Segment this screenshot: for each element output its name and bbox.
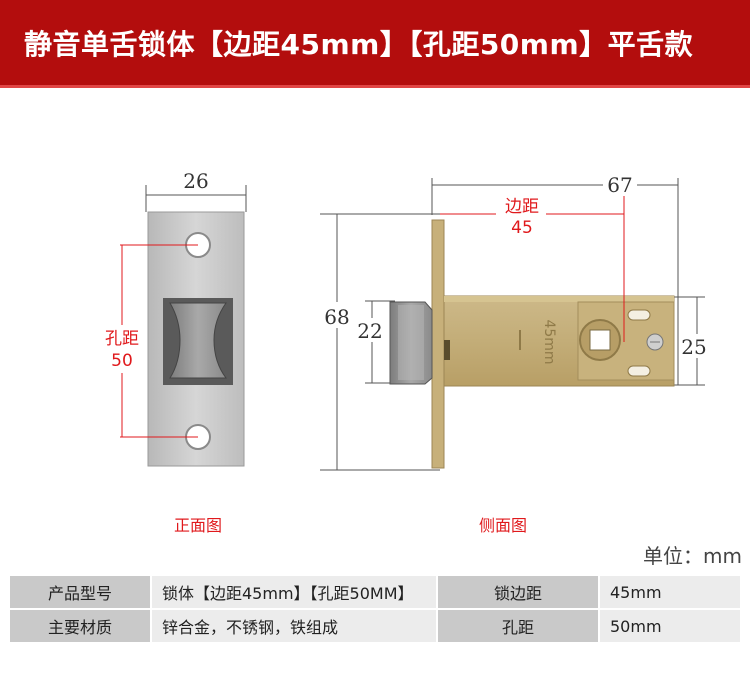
spec-table: 产品型号 锁体【边距45mm】【孔距50MM】 锁边距 45mm 主要材质 锌合… (8, 574, 742, 644)
front-view-caption: 正面图 (174, 516, 223, 535)
hole-spacing-value: 50 (111, 351, 133, 371)
spec-value: 45mm (600, 576, 740, 608)
hole-spacing-label: 孔距 (105, 329, 139, 349)
latch-size-label: 22 (357, 319, 382, 343)
technical-drawing: 26 孔距 50 67 68 (105, 169, 711, 471)
spec-value: 锌合金，不锈钢，铁组成 (152, 610, 436, 642)
spec-key: 锁边距 (438, 576, 598, 608)
body-height-label: 25 (681, 335, 706, 359)
title-banner: 静音单舌锁体【边距45mm】【孔距50mm】平舌款 (0, 0, 750, 85)
faceplate-side (431, 219, 445, 469)
spec-value: 50mm (600, 610, 740, 642)
spec-key: 主要材质 (10, 610, 150, 642)
side-height-label: 68 (324, 305, 349, 329)
unit-label: 单位：mm (643, 544, 742, 568)
lock-body: 45mm (443, 295, 675, 387)
latch-front (163, 298, 233, 385)
spec-value: 锁体【边距45mm】【孔距50MM】 (152, 576, 436, 608)
spec-key: 产品型号 (10, 576, 150, 608)
backset-label: 边距 (505, 197, 539, 217)
spec-key: 孔距 (438, 610, 598, 642)
front-view: 26 孔距 50 (105, 169, 247, 467)
table-row: 产品型号 锁体【边距45mm】【孔距50MM】 锁边距 45mm (10, 576, 740, 608)
table-row: 主要材质 锌合金，不锈钢，铁组成 孔距 50mm (10, 610, 740, 642)
backset-value: 45 (511, 218, 533, 238)
front-width-label: 26 (183, 169, 208, 193)
latch-bolt (389, 301, 433, 385)
side-view: 67 68 22 25 (320, 173, 711, 471)
side-view-caption: 侧面图 (479, 516, 528, 535)
banner-divider (0, 85, 750, 88)
body-stamp: 45mm (541, 319, 557, 364)
page-title: 静音单舌锁体【边距45mm】【孔距50mm】平舌款 (24, 27, 694, 61)
spindle-hole (589, 329, 611, 351)
side-length-label: 67 (607, 173, 632, 197)
